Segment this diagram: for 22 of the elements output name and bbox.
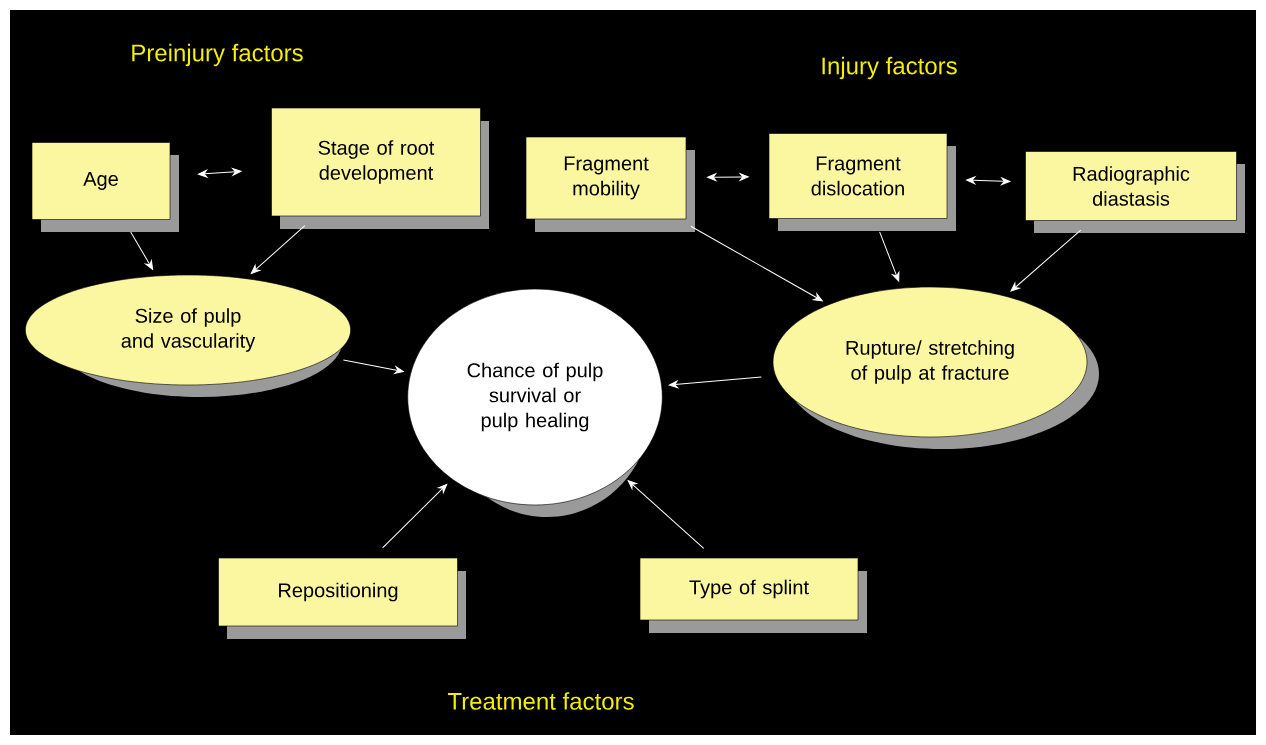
arrow [707,173,749,181]
arrow [879,231,900,282]
arrow [130,231,154,270]
group-heading: Preinjury factors [132,43,303,67]
arrow [382,483,448,549]
process-box: Repositioning [218,557,466,639]
process-box: Age [31,142,179,232]
process-box: Fragment dislocation [768,133,956,231]
arrow [690,225,823,302]
arrow [1010,229,1082,292]
group-heading: Injury factors [822,56,957,80]
arrow [250,225,306,274]
group-heading: Treatment factors [447,692,634,710]
process-box: Stage of root development [271,107,489,229]
arrow [198,168,242,178]
arrow [966,176,1011,186]
process-box: Fragment mobility [525,136,695,232]
arrow [342,359,404,374]
process-box: Type of splint [639,557,867,633]
arrow [627,480,705,549]
arrow [668,376,762,389]
process-box: Radiographic diastasis [1025,151,1245,233]
